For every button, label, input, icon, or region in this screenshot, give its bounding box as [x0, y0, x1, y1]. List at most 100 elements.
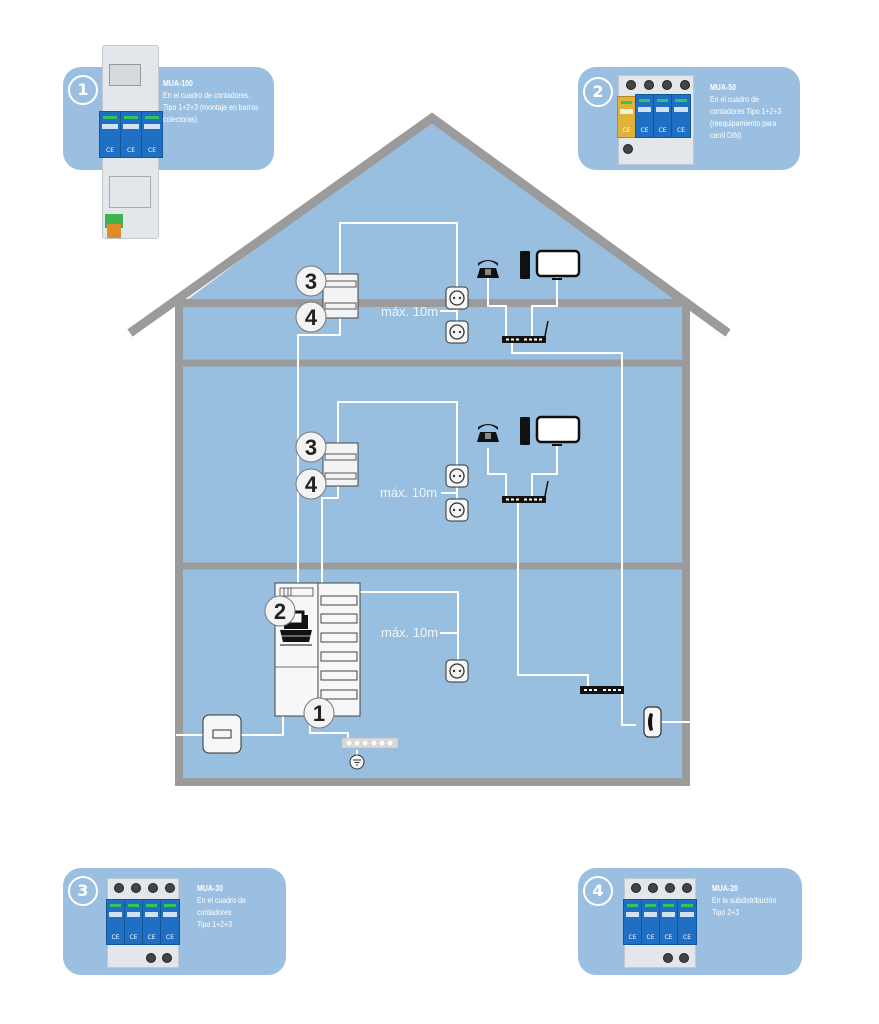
- product-model: MUA-50: [710, 82, 736, 92]
- first-floor: 3 4 máx. 10m: [295, 415, 581, 522]
- house-walls: [175, 299, 690, 786]
- monitor-icon: [535, 415, 581, 446]
- ground-icon: [349, 754, 365, 770]
- terminal-screw: [148, 883, 158, 893]
- power-socket-icon: [445, 659, 469, 683]
- telephone-icon: [477, 424, 499, 442]
- ground-floor: 2 1 máx. 10m: [202, 582, 662, 770]
- marker-1: 1: [303, 697, 335, 729]
- computer-tower-icon: [520, 251, 530, 279]
- product-model: MUA-30: [197, 883, 223, 893]
- wire-middle-router-down: [517, 502, 589, 688]
- house-structure: [127, 112, 731, 786]
- breaker-slot: [324, 453, 357, 461]
- terminal-screw: [162, 953, 172, 963]
- distance-label-attic: máx. 10m: [381, 304, 438, 319]
- computer-tower-icon: [520, 417, 530, 445]
- product-model: MUA-20: [712, 883, 738, 893]
- surge-module: CE: [653, 94, 672, 138]
- wire-meter-board: [241, 715, 284, 736]
- terminal-block: [109, 64, 141, 86]
- terminal-screw: [146, 953, 156, 963]
- surge-module: CE: [671, 94, 691, 138]
- wire-middle-phone: [487, 448, 507, 496]
- monitor-icon: [535, 249, 581, 280]
- product-info: MUA-50 En el cuadro de contadores Tipo 1…: [710, 81, 808, 141]
- surge-module: CE: [120, 111, 142, 158]
- wire-attic-router-down: [511, 340, 636, 726]
- surge-module: CE: [617, 96, 636, 138]
- roof-outline: [127, 112, 731, 337]
- power-socket-icon: [445, 464, 469, 488]
- surge-module: CE: [659, 899, 678, 945]
- product-image-mua-50: CE CE CE CE: [617, 75, 694, 165]
- house-connection-box: [202, 714, 242, 754]
- power-socket-icon: [445, 498, 469, 522]
- surge-module: CE: [99, 111, 121, 158]
- terminal-screw: [680, 80, 690, 90]
- marker-2: 2: [264, 595, 296, 627]
- marker-3-label: 3: [305, 269, 317, 294]
- distance-label-ground-floor: máx. 10m: [381, 625, 438, 640]
- house-fill: [180, 118, 685, 780]
- breaker-slot: [324, 302, 357, 310]
- surge-module: CE: [106, 899, 125, 945]
- marker-1-label: 1: [313, 701, 325, 726]
- marker-3-label: 3: [305, 435, 317, 460]
- terminal-screw: [682, 883, 692, 893]
- marker-3: 3: [295, 265, 327, 297]
- product-info: MUA-100 En el cuadro de contadores. Tipo…: [163, 77, 278, 125]
- product-card-2: 2 MUA-50 En el cuadro de contadores Tipo…: [578, 67, 800, 170]
- breaker-slot: [324, 472, 357, 480]
- surge-module: CE: [635, 94, 654, 138]
- terminal-screw: [679, 953, 689, 963]
- power-socket-icon: [445, 286, 469, 310]
- terminal-screw: [114, 883, 124, 893]
- wire-attic-monitor: [531, 277, 558, 336]
- product-description: En la subdistribución Tipo 2+3: [712, 895, 777, 917]
- distance-label-first-floor: máx. 10m: [380, 485, 437, 500]
- surge-module: CE: [141, 111, 163, 158]
- product-description: En el cuadro de contadores. Tipo 1+2+3 (…: [163, 90, 259, 124]
- terminal-screw: [644, 80, 654, 90]
- marker-3: 3: [295, 431, 327, 463]
- terminal-screw: [131, 883, 141, 893]
- marker-4-label: 4: [305, 305, 318, 330]
- attic-floor: 3 4 máx. 10m: [295, 249, 581, 344]
- product-number-badge: 3: [68, 876, 98, 906]
- terminal-screw: [165, 883, 175, 893]
- terminal-screw: [626, 80, 636, 90]
- marker-4: 4: [295, 468, 327, 500]
- product-info: MUA-30 En el cuadro de contadores Tipo 1…: [197, 882, 295, 930]
- product-description: En el cuadro de contadores Tipo 1+2+3: [197, 895, 246, 929]
- marker-2-label: 2: [274, 599, 286, 624]
- product-info: MUA-20 En la subdistribución Tipo 2+3: [712, 882, 810, 918]
- product-image-mua-100: CE CE CE: [99, 45, 163, 239]
- surge-module: CE: [677, 899, 697, 945]
- phone-jack-icon: [643, 706, 662, 738]
- surge-module: CE: [623, 899, 642, 945]
- product-number-badge: 2: [583, 77, 613, 107]
- surge-module: CE: [641, 899, 660, 945]
- wire-middle-monitor: [531, 446, 558, 496]
- product-model: MUA-100: [163, 78, 193, 88]
- product-image-mua-30: CE CE CE CE: [106, 878, 180, 968]
- router-icon: [502, 480, 549, 503]
- equipotential-bar: [341, 737, 399, 749]
- marker-4: 4: [295, 301, 327, 333]
- terminal-screw: [631, 883, 641, 893]
- product-card-4: 4 MUA-20 En la subdistribución Tipo 2+3 …: [578, 868, 802, 975]
- network-switch-icon: [580, 686, 624, 694]
- orange-connector: [107, 224, 121, 238]
- terminal-screw: [648, 883, 658, 893]
- wiring: [176, 222, 690, 755]
- router-icon: [502, 320, 549, 343]
- power-socket-icon: [445, 320, 469, 344]
- surge-module: CE: [124, 899, 143, 945]
- surge-module: CE: [160, 899, 180, 945]
- wiring-schematic: [109, 176, 151, 208]
- terminal-screw: [662, 80, 672, 90]
- wire-ground-socket: [360, 591, 459, 672]
- surge-module: CE: [142, 899, 161, 945]
- marker-4-label: 4: [305, 472, 318, 497]
